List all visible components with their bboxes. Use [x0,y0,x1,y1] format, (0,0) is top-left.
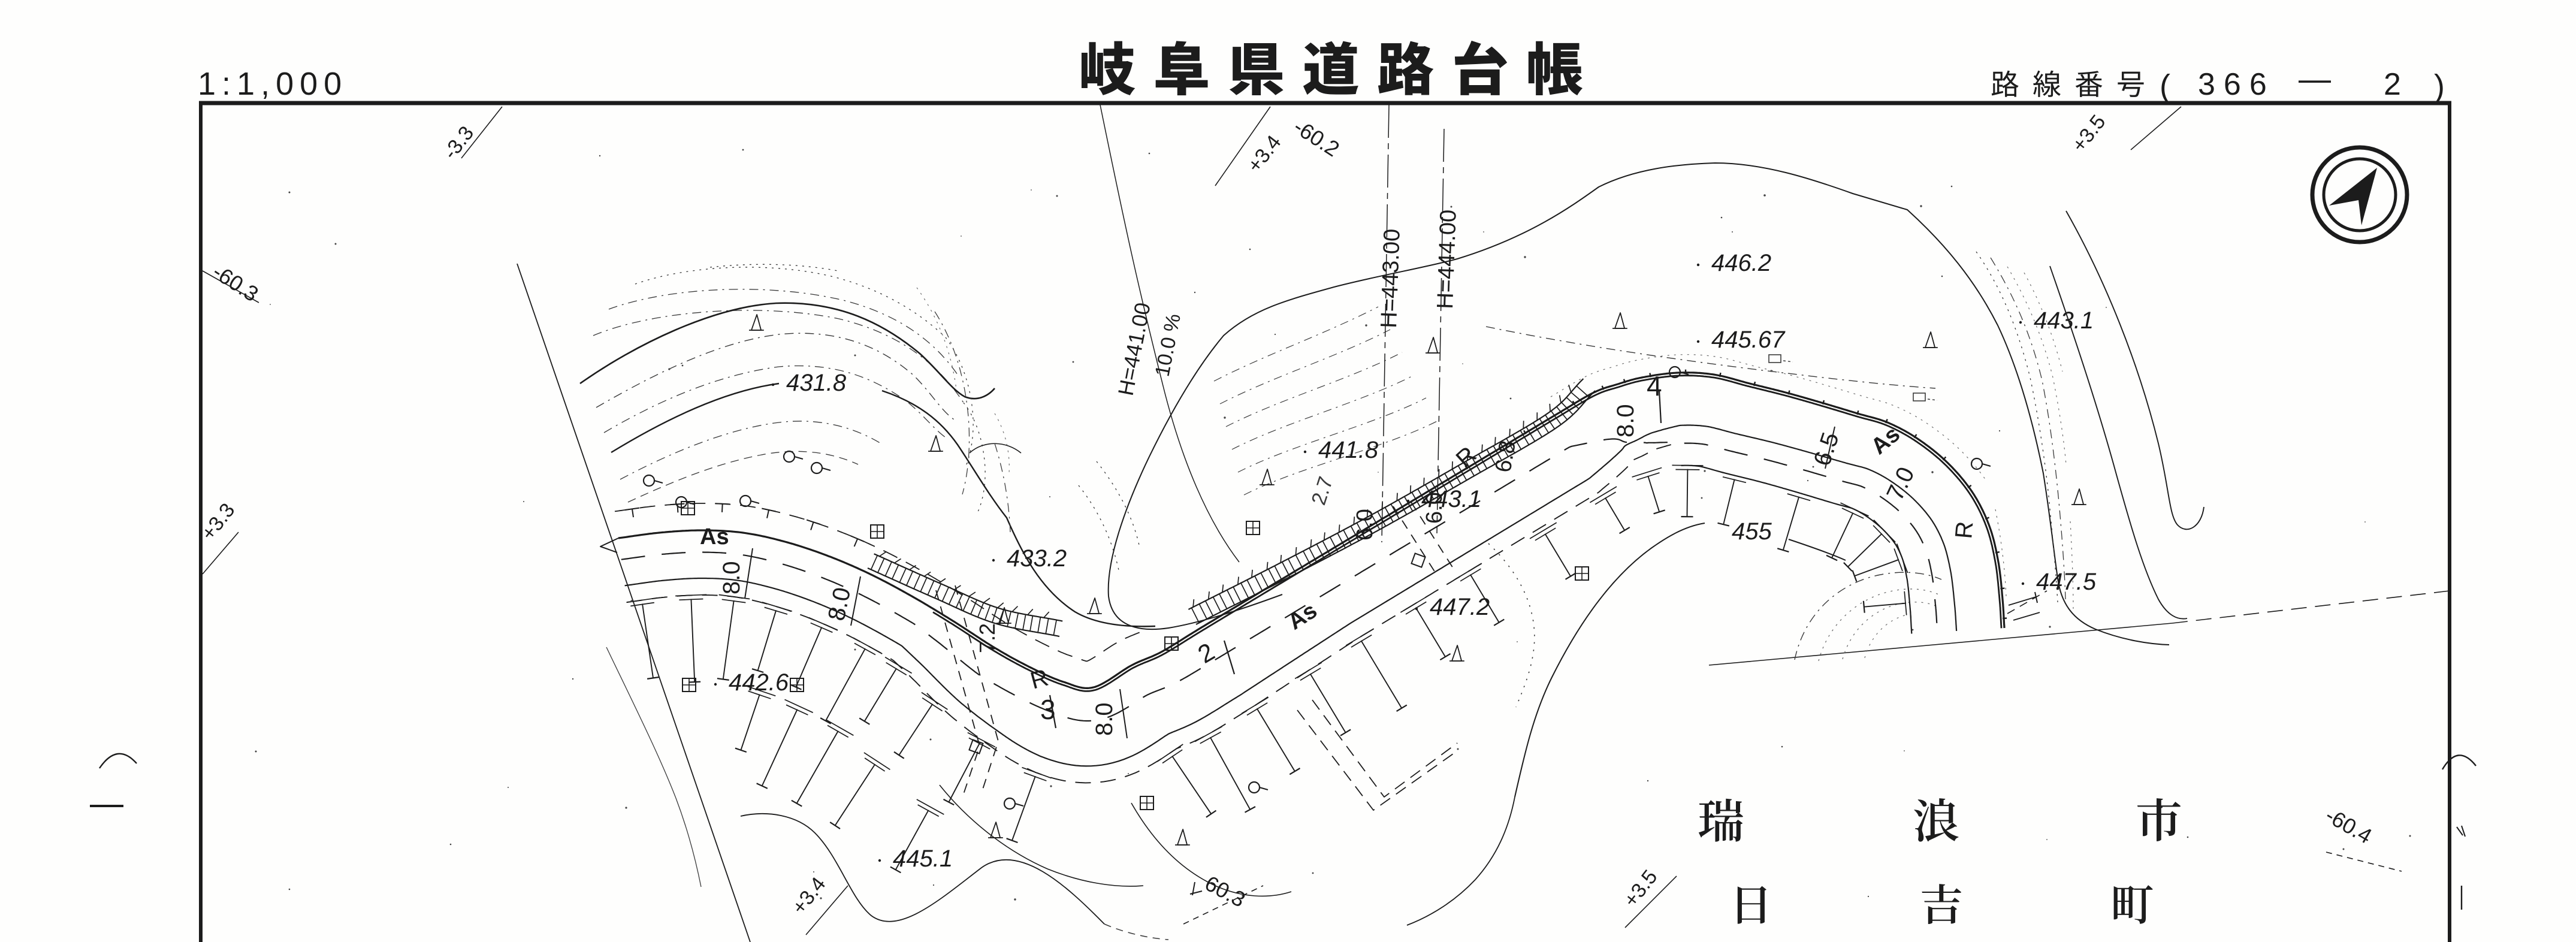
svg-text:8.0: 8.0 [1091,702,1118,736]
svg-text:8.0: 8.0 [1612,404,1639,437]
svg-text:443.1: 443.1 [1421,486,1481,512]
svg-text:6.0: 6.0 [1352,509,1378,541]
svg-text:7.2: 7.2 [975,623,999,653]
svg-text:1:1,000: 1:1,000 [198,66,348,102]
svg-text:3: 3 [1040,694,1056,725]
svg-text:431.8: 431.8 [786,370,847,396]
svg-text:442.6: 442.6 [729,669,789,696]
svg-text:4: 4 [1647,370,1662,401]
svg-text:6.8: 6.8 [1491,439,1521,474]
svg-text:446.2: 446.2 [1711,250,1771,276]
svg-text:441.8: 441.8 [1318,437,1379,463]
svg-text:H=444.00: H=444.00 [1433,209,1461,309]
svg-text:445.67: 445.67 [1711,327,1786,353]
svg-text:447.2: 447.2 [1430,594,1490,620]
svg-text:366: 366 [2198,67,2275,102]
svg-text:): ) [2434,68,2445,104]
svg-text:(: ( [2160,68,2170,104]
svg-text:6.0: 6.0 [1422,492,1447,524]
svg-text:447.5: 447.5 [2036,569,2097,595]
svg-text:H=443.00: H=443.00 [1376,228,1405,328]
svg-text:2: 2 [2384,67,2401,102]
svg-text:R: R [1950,520,1978,540]
svg-text:455: 455 [1732,518,1772,545]
svg-text:—: — [2299,61,2331,97]
svg-text:As: As [700,524,729,550]
svg-text:8.0: 8.0 [718,561,745,594]
svg-text:433.2: 433.2 [1007,545,1067,572]
svg-text:445.1: 445.1 [893,846,953,872]
svg-text:443.1: 443.1 [2034,307,2094,334]
